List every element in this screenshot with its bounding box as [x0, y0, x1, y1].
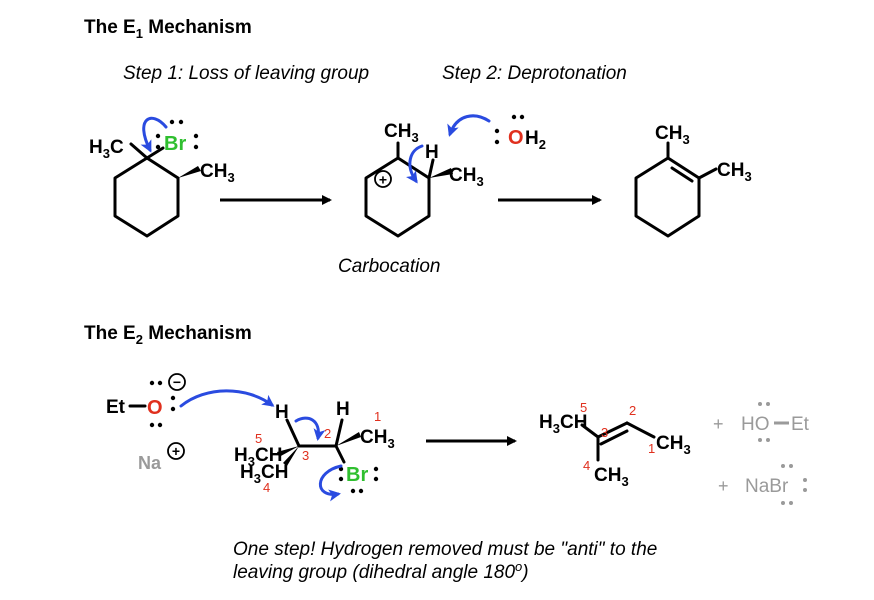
c3-wedge-a	[277, 446, 299, 457]
water-o-label: O	[508, 127, 524, 149]
c2-br-bond	[334, 444, 346, 464]
ch3-c4-label: CH3	[594, 465, 629, 489]
num-4: 4	[263, 480, 270, 495]
c5-c3-bond	[580, 423, 600, 439]
e1-carbocation: CH3 H CH3 + O H2	[364, 114, 546, 238]
c-br-bond	[145, 146, 165, 160]
cyclohexene-ring	[634, 156, 701, 238]
c2-c1-bond	[625, 421, 656, 439]
ethanol-ho: HO	[741, 414, 770, 435]
ch3-label-right: CH3	[717, 160, 752, 184]
num-4: 4	[583, 458, 590, 473]
water-h2-label: H2	[525, 128, 546, 152]
ch-bond-arrow	[294, 416, 326, 441]
num-3: 3	[302, 448, 309, 463]
carbocation-ring	[364, 156, 431, 238]
step1-label: Step 1: Loss of leaving group	[123, 63, 369, 84]
num-5: 5	[580, 400, 587, 415]
c-h-bond	[427, 158, 435, 180]
e2-substrate: H H CH3 H3CH H3CH Br 1 2 3 4 5	[234, 399, 395, 502]
c2-wedge	[336, 432, 361, 446]
h-label: H	[425, 142, 439, 163]
ch3-c1-label: CH3	[656, 433, 691, 457]
methyl-bond	[129, 142, 149, 160]
wedge-bond	[178, 166, 201, 178]
br-label: Br	[346, 464, 368, 486]
base-attack-arrow	[179, 389, 275, 408]
negative-charge	[168, 373, 186, 391]
svg-text:+: +	[379, 172, 387, 188]
plus-sign-2: +	[718, 476, 729, 496]
h-left-label: H	[275, 402, 289, 423]
e2-note-line1: One step! Hydrogen removed must be "anti…	[233, 539, 657, 560]
wedge-bond	[429, 168, 453, 178]
o-label: O	[147, 397, 163, 419]
step2-label: Step 2: Deprotonation	[442, 63, 627, 84]
h3c-c5-label: H3CH	[234, 445, 282, 469]
double-bond	[670, 166, 694, 183]
h3c-c4-label: H3CH	[240, 462, 288, 486]
leaving-group-arrow	[140, 116, 168, 153]
svg-text:+: +	[172, 443, 180, 459]
h-right-label: H	[336, 399, 350, 420]
e1-reactant: H3C Br CH3	[89, 116, 235, 238]
leaving-group-arrow	[318, 464, 343, 502]
e2-title: The E2 Mechanism	[84, 323, 252, 347]
c2-h-bond	[334, 418, 344, 448]
byproducts: + HO Et + NaBr	[713, 402, 810, 505]
num-1: 1	[374, 409, 381, 424]
num-2: 2	[324, 426, 331, 441]
e2-product: H3CH CH3 CH3 5 3 2 1 4	[539, 400, 691, 489]
c3-wedge-b	[283, 446, 299, 466]
ethanol-et: Et	[791, 414, 810, 435]
num-2: 2	[629, 403, 636, 418]
carbocation-label: Carbocation	[338, 256, 440, 277]
num-1: 1	[648, 441, 655, 456]
num-3: 3	[601, 425, 608, 440]
nabr-label: NaBr	[745, 476, 789, 497]
ethoxide: Et O − Na +	[106, 373, 275, 473]
ch-bond-arrow	[405, 144, 424, 184]
water-attack-arrow	[447, 114, 491, 137]
ch3-label-top: CH3	[655, 123, 690, 147]
c3-c2-double-b	[599, 429, 629, 446]
num-5: 5	[255, 431, 262, 446]
br-label: Br	[164, 133, 186, 155]
ch3-label: CH3	[200, 161, 235, 185]
e1-title: The E1 Mechanism	[84, 17, 252, 41]
cyclohexane-ring	[113, 156, 180, 238]
ch3-label-top: CH3	[384, 121, 419, 145]
c3-c2-double-a	[596, 421, 629, 439]
svg-text:−: −	[173, 374, 181, 390]
e1-product: CH3 CH3	[634, 123, 752, 238]
h3c-label: H3C	[89, 137, 124, 161]
h3c-label: H3CH	[539, 412, 587, 436]
na-label: Na	[138, 453, 162, 473]
plus-sign-1: +	[713, 414, 724, 434]
ch3-label-right: CH3	[449, 165, 484, 189]
ch3-c1-label: CH3	[360, 427, 395, 451]
methyl-bond-right	[697, 167, 718, 180]
et-label: Et	[106, 397, 126, 418]
positive-charge	[374, 170, 392, 188]
sodium-charge	[167, 442, 185, 460]
c3-h-bond	[285, 418, 301, 448]
e2-note-line2: leaving group (dihedral angle 180o)	[233, 559, 529, 583]
